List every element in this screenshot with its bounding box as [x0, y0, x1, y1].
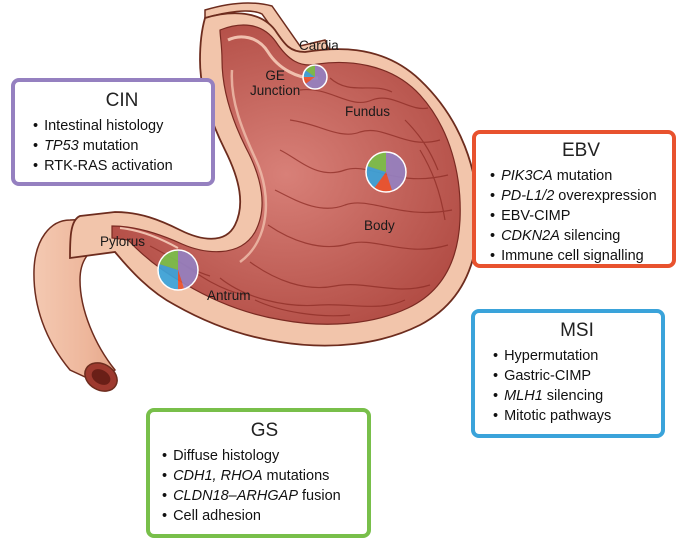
ruga-fold [329, 77, 393, 93]
pie-outline [157, 249, 199, 291]
msi-feature-item: Gastric-CIMP [493, 366, 661, 386]
msi-feature-item: Hypermutation [493, 346, 661, 366]
cin-feature-text: RTK-RAS activation [44, 158, 173, 174]
cin-title: CIN [105, 90, 139, 111]
duodenum [33, 217, 121, 383]
pie-slice-ebv [178, 270, 185, 290]
ebv-feature-text: CDKN2A [501, 228, 560, 244]
cin-feature-item: Intestinal histology [33, 116, 211, 136]
ebv-subtype-box: EBV PIK3CA mutationPD-L1/2 overexpressio… [472, 130, 676, 268]
cin-feature-text: TP53 [44, 138, 79, 154]
ebv-feature-item: PIK3CA mutation [490, 166, 672, 186]
ruga-fold [274, 189, 453, 214]
region-label-ge-junction: GE Junction [250, 68, 300, 98]
gs-feature-text: Diffuse histology [173, 448, 280, 464]
msi-feature-item: Mitotic pathways [493, 406, 661, 426]
ruga-fold [267, 224, 449, 250]
pie-slice-gs [158, 250, 178, 270]
pie-slice-msi [366, 165, 386, 189]
ebv-feature-item: Immune cell signalling [490, 246, 672, 266]
ge-line-1: GE [265, 68, 285, 83]
pie-slice-cin [178, 250, 198, 290]
ebv-feature-item: EBV-CIMP [490, 206, 672, 226]
ruga-fold [279, 149, 449, 180]
subtype-pie-charts [157, 64, 407, 291]
ebv-feature-item: CDKN2A silencing [490, 226, 672, 246]
gs-feature-item: CLDN18–ARHGAP fusion [162, 486, 367, 506]
ge-line-2: Junction [250, 83, 301, 98]
pie-slice-ebv [374, 172, 393, 192]
msi-subtype-box: MSI HypermutationGastric-CIMP MLH1 silenc… [471, 309, 665, 438]
gs-feature-list: Diffuse histologyCDH1, RHOA mutationsCLD… [162, 446, 367, 526]
pie-slice-msi [158, 263, 178, 290]
pie-outline [365, 151, 407, 193]
gs-title: GS [250, 420, 279, 441]
ruga-fold [404, 119, 439, 171]
gs-feature-text: CDH1, RHOA [173, 468, 263, 484]
cin-feature-item: RTK-RAS activation [33, 156, 211, 176]
pie-slice-gs [366, 152, 386, 172]
ebv-feature-item: PD-L1/2 overexpression [490, 186, 672, 206]
pie-antrum [157, 249, 199, 291]
ebv-title: EBV [561, 140, 601, 161]
region-label-fundus: Fundus [345, 104, 391, 119]
ebv-feature-text: mutation [552, 168, 613, 184]
gs-feature-item: Diffuse histology [162, 446, 367, 466]
cin-subtype-box: CIN Intestinal histologyTP53 mutationRTK… [11, 78, 215, 186]
pie-slice-cin [305, 65, 328, 90]
pie-slice-cin [386, 152, 407, 192]
cin-feature-item: TP53 mutation [33, 136, 211, 156]
gs-feature-text: Cell adhesion [173, 508, 261, 524]
gs-feature-text: mutations [262, 468, 330, 484]
ruga-fold [219, 277, 406, 307]
ebv-feature-list: PIK3CA mutationPD-L1/2 overexpressionEBV… [490, 166, 672, 266]
pie-body [365, 151, 407, 193]
pie-ge-junction [302, 64, 328, 90]
msi-feature-list: HypermutationGastric-CIMPMLH1 silencingM… [493, 346, 661, 426]
gs-feature-text: CLDN18–ARHGAP [173, 488, 298, 504]
msi-feature-item: MLH1 silencing [493, 386, 661, 406]
ruga-fold [299, 88, 429, 110]
cin-feature-text: mutation [78, 138, 139, 154]
ruga-fold [254, 299, 351, 317]
cin-feature-list: Intestinal histologyTP53 mutationRTK-RAS… [33, 116, 211, 176]
msi-feature-text: Gastric-CIMP [504, 368, 592, 384]
pie-slice-msi [303, 69, 315, 77]
cin-feature-text: Intestinal histology [44, 118, 164, 134]
gs-subtype-box: GS Diffuse histologyCDH1, RHOA mutations… [146, 408, 371, 538]
region-label-pylorus: Pylorus [100, 234, 146, 249]
ruga-fold [249, 261, 431, 290]
ebv-feature-text: Immune cell signalling [501, 248, 644, 264]
gs-feature-text: fusion [298, 488, 341, 504]
ruga-fold [289, 119, 441, 143]
msi-feature-text: MLH1 [504, 388, 543, 404]
msi-title: MSI [560, 320, 594, 341]
region-label-antrum: Antrum [207, 288, 251, 303]
region-label-body: Body [364, 218, 395, 233]
ruga-fold [419, 149, 446, 221]
ebv-feature-text: PIK3CA [501, 168, 553, 184]
pie-slice-ebv [303, 77, 315, 85]
ebv-feature-text: overexpression [554, 188, 657, 204]
ebv-feature-text: PD-L1/2 [501, 188, 555, 204]
gs-feature-item: Cell adhesion [162, 506, 367, 526]
pie-outline [302, 64, 328, 90]
msi-feature-text: silencing [542, 388, 604, 404]
region-label-cardia: Cardia [299, 38, 339, 53]
gs-feature-item: CDH1, RHOA mutations [162, 466, 367, 486]
ebv-feature-text: EBV-CIMP [501, 208, 571, 224]
msi-feature-text: Mitotic pathways [504, 408, 612, 424]
ebv-feature-text: silencing [559, 228, 621, 244]
msi-feature-text: Hypermutation [504, 348, 599, 364]
